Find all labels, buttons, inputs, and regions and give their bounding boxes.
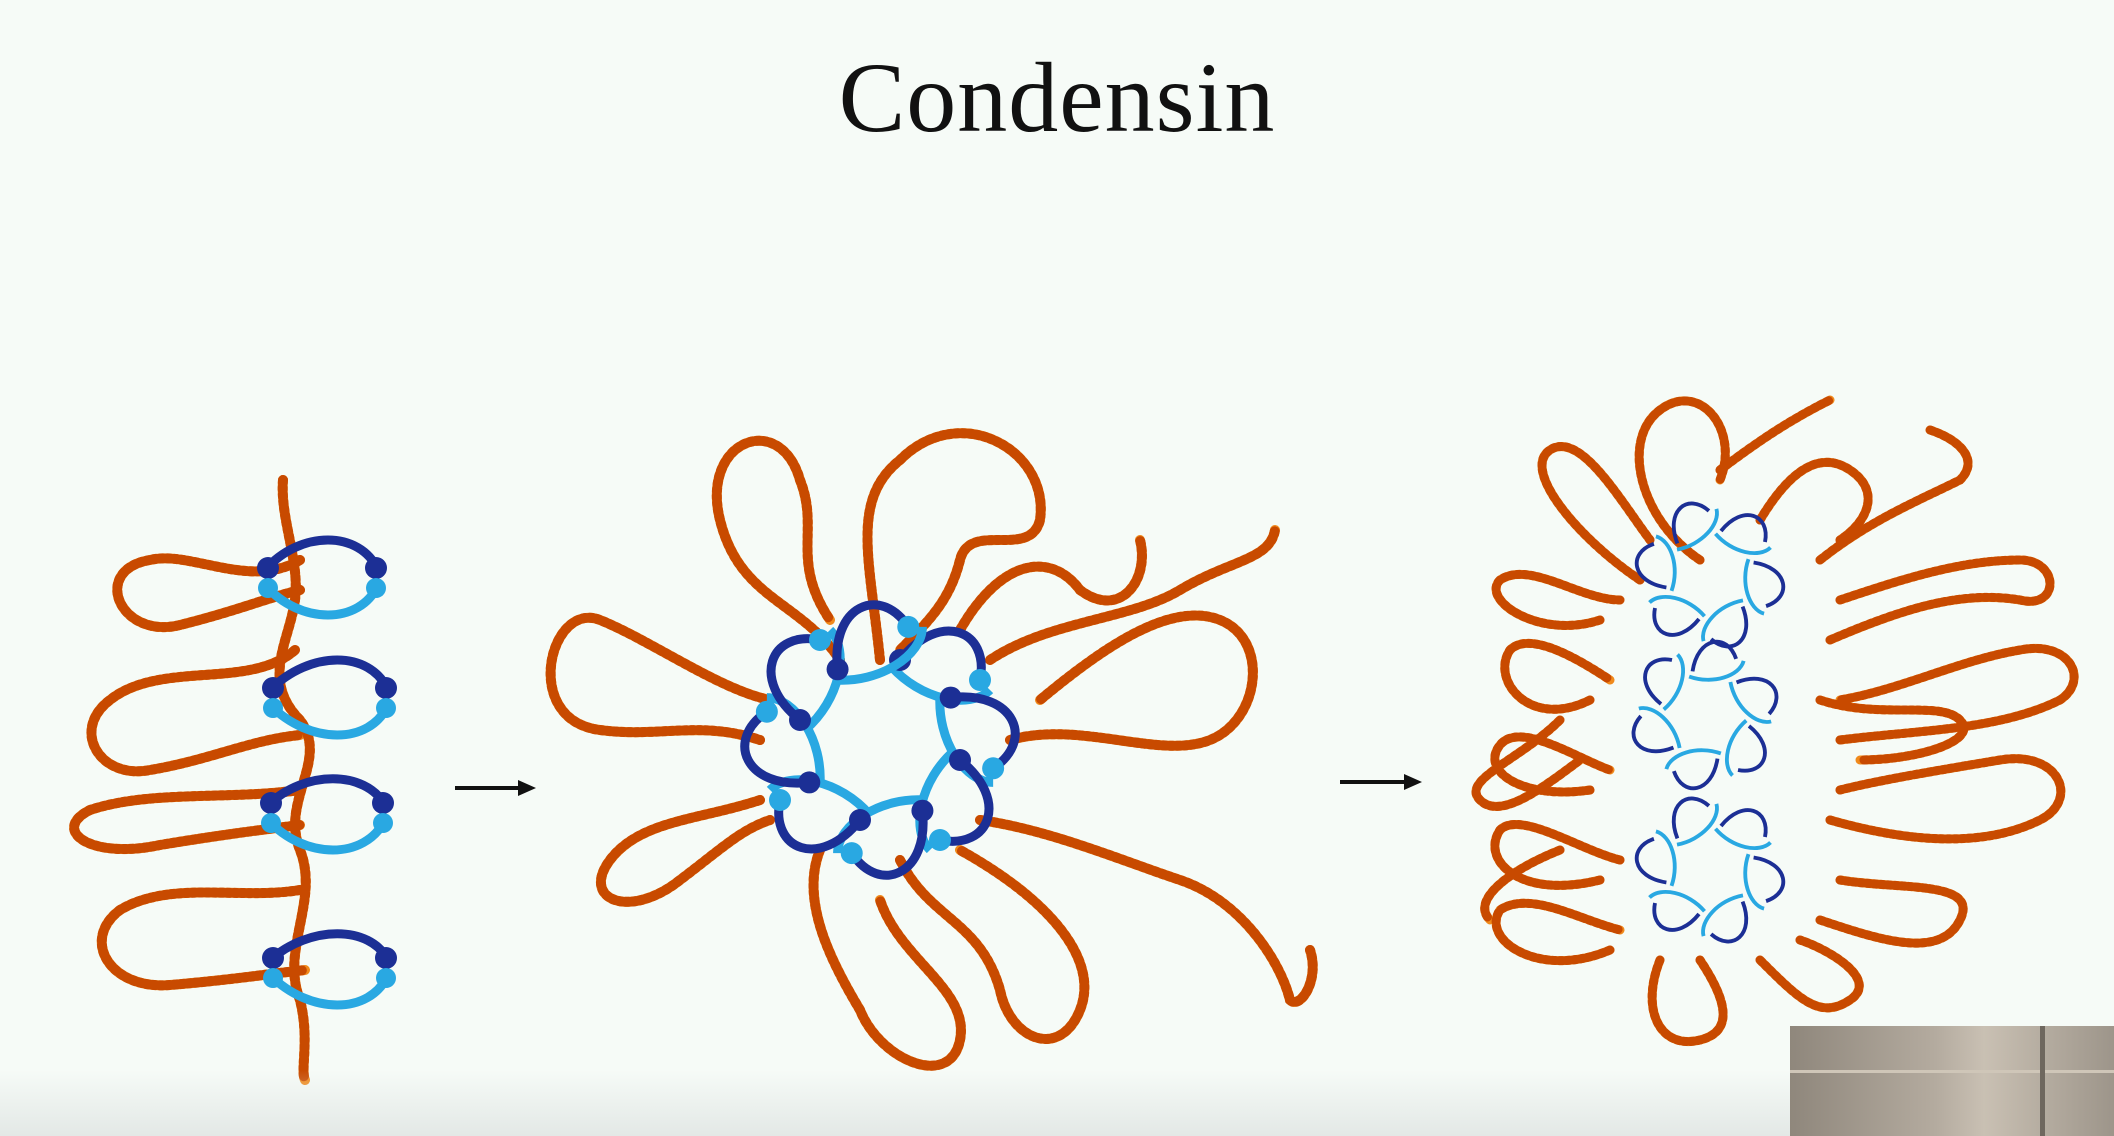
- panel-condensed-chromosome: [1476, 395, 2074, 1042]
- condensin-ring: [262, 929, 397, 1010]
- webcam-overlay: [1790, 1026, 2114, 1136]
- dna-loops: [551, 433, 1313, 1065]
- slide-title: Condensin: [838, 42, 1276, 153]
- webcam-shelf: [1790, 1070, 2114, 1073]
- condensin-ring: [260, 774, 394, 855]
- arrow-right-icon: [455, 780, 536, 796]
- condensin-rosette-stack: [1631, 501, 1786, 944]
- panel-rosette: [551, 433, 1313, 1065]
- panel-linear-loops: [74, 475, 397, 1085]
- condensin-rosette-core: [740, 600, 1020, 880]
- bottom-shade: [0, 1070, 1790, 1136]
- webcam-door-edge: [2040, 1026, 2045, 1136]
- arrow-right-icon: [1340, 774, 1422, 790]
- dna-loops: [1476, 395, 2074, 1042]
- condensin-ring: [262, 655, 397, 740]
- condensin-ring: [257, 535, 387, 620]
